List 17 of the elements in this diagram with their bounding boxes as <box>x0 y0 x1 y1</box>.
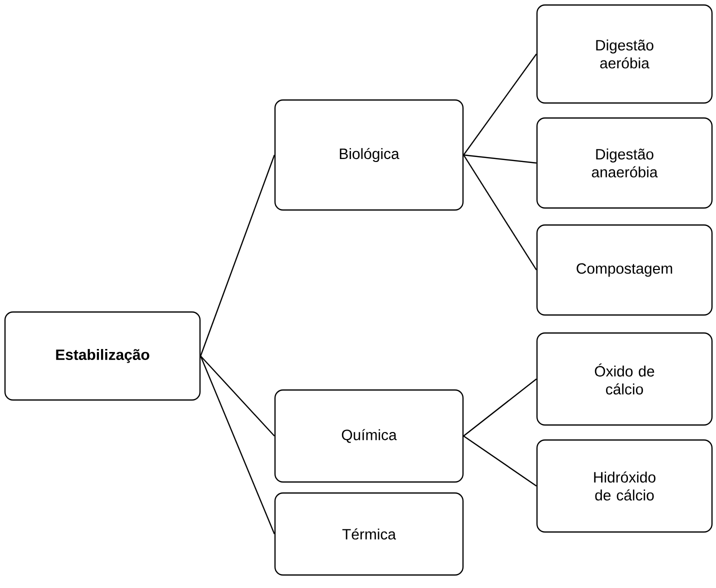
connector-line <box>463 54 537 156</box>
connector-line <box>200 356 275 534</box>
category-box: Química <box>274 389 464 483</box>
category-box: Térmica <box>274 492 464 576</box>
connector-line <box>200 154 275 356</box>
connector-line <box>463 154 537 270</box>
connector-line <box>463 378 537 436</box>
leaf-box: Hidróxido de cálcio <box>536 439 713 533</box>
connector-line <box>463 436 537 486</box>
leaf-box: Digestão anaeróbia <box>536 117 713 209</box>
connector-line <box>464 154 536 164</box>
root-box: Estabilização <box>4 311 201 401</box>
leaf-box: Digestão aeróbia <box>536 4 713 104</box>
category-box: Biológica <box>274 99 464 211</box>
connector-line <box>200 356 275 436</box>
leaf-box: Óxido de cálcio <box>536 332 713 426</box>
leaf-box: Compostagem <box>536 224 713 316</box>
